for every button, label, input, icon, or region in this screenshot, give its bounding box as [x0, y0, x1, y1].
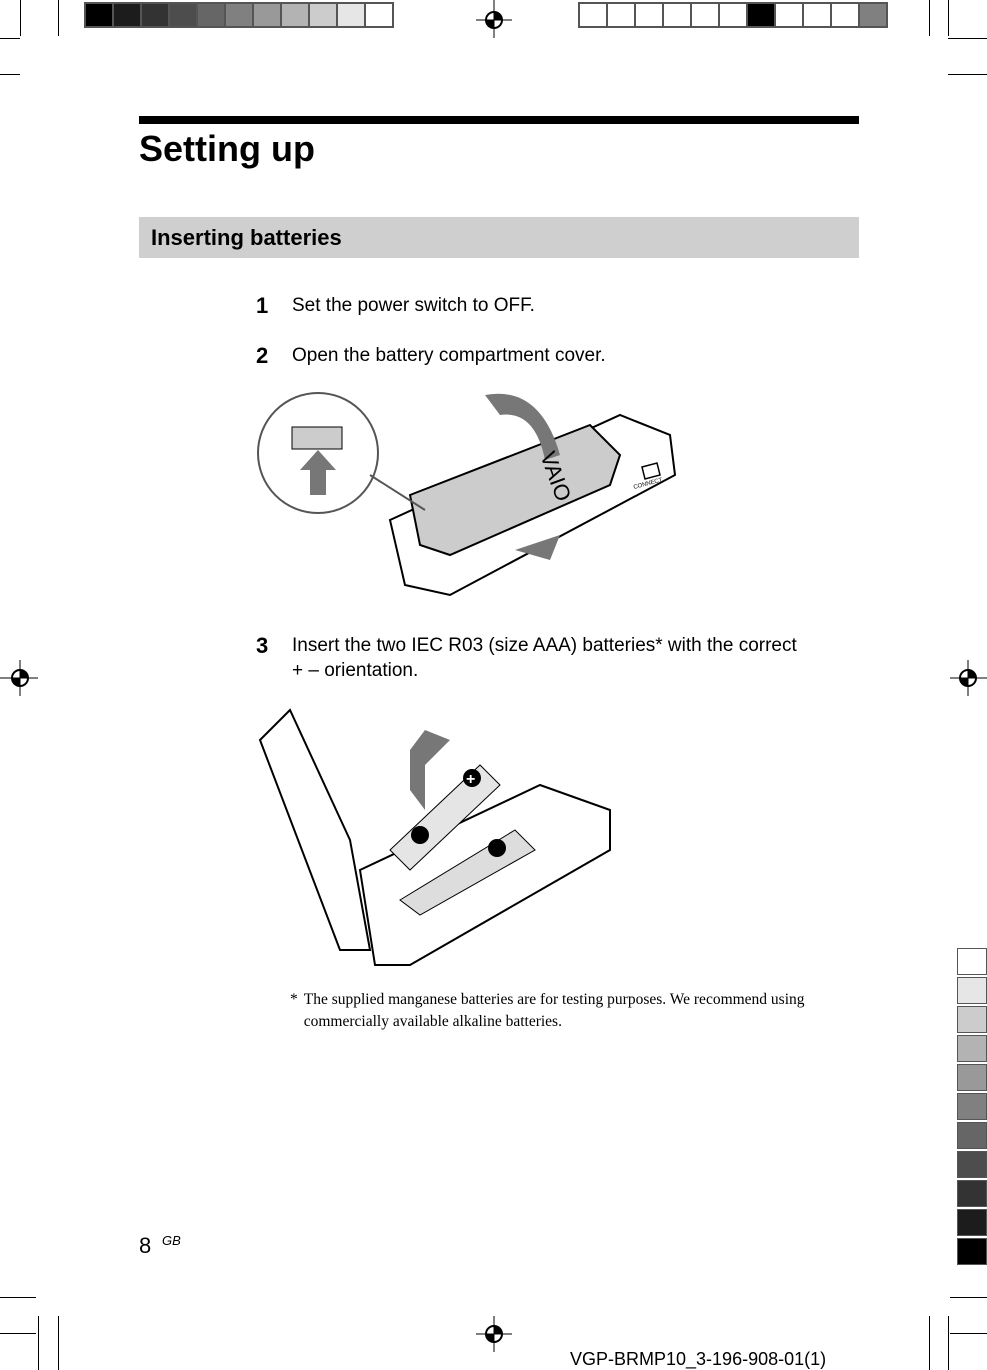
title-rule — [139, 116, 859, 124]
footnote: * The supplied manganese batteries are fo… — [290, 989, 860, 1033]
color-swatch — [142, 4, 168, 26]
gray-tab — [957, 1209, 987, 1236]
crop-mark — [950, 1297, 987, 1298]
gray-tab — [957, 1122, 987, 1149]
gray-tab — [957, 1151, 987, 1178]
color-swatch — [282, 4, 308, 26]
crop-mark — [0, 38, 20, 39]
gray-tab — [957, 1238, 987, 1265]
color-calibration-bar-left — [84, 2, 394, 28]
step-text: Open the battery compartment cover. — [292, 345, 606, 366]
color-swatch — [366, 4, 392, 26]
svg-text:+: + — [466, 771, 475, 788]
connect-button — [641, 462, 661, 480]
registration-mark-icon — [476, 1316, 512, 1352]
footnote-marker: * — [290, 991, 298, 1008]
color-swatch — [338, 4, 364, 26]
crop-mark — [948, 74, 987, 75]
color-swatch — [748, 4, 774, 26]
color-swatch — [86, 4, 112, 26]
crop-mark — [20, 0, 21, 36]
crop-mark — [948, 0, 949, 36]
registration-mark-icon — [476, 0, 512, 38]
color-swatch — [198, 4, 224, 26]
crop-mark — [0, 1333, 36, 1334]
step-text: Set the power switch to OFF. — [292, 295, 535, 316]
gray-tab — [957, 1064, 987, 1091]
color-swatch — [310, 4, 336, 26]
crop-mark — [948, 1316, 949, 1370]
color-swatch — [832, 4, 858, 26]
color-swatch — [776, 4, 802, 26]
side-gray-tabs — [957, 948, 987, 1267]
registration-mark-icon — [0, 660, 38, 696]
step-number: 3 — [256, 633, 269, 658]
color-swatch — [636, 4, 662, 26]
gray-tab — [957, 1180, 987, 1207]
document-code: VGP-BRMP10_3-196-908-01(1) — [570, 1349, 827, 1369]
crop-mark — [0, 1297, 36, 1298]
section-header: Inserting batteries — [139, 217, 859, 258]
color-swatch — [254, 4, 280, 26]
color-swatch — [170, 4, 196, 26]
crop-mark — [929, 0, 930, 36]
color-swatch — [664, 4, 690, 26]
color-swatch — [804, 4, 830, 26]
color-swatch — [580, 4, 606, 26]
gray-tab — [957, 977, 987, 1004]
open-cover-illustration: VAIO CONNECT — [257, 392, 677, 597]
page-title: Setting up — [139, 128, 315, 169]
insert-batteries-illustration: + — [258, 708, 611, 966]
color-swatch — [720, 4, 746, 26]
language-code: GB — [162, 1233, 181, 1248]
gray-tab — [957, 1035, 987, 1062]
gray-tab — [957, 1093, 987, 1120]
registration-mark-icon — [950, 660, 987, 696]
crop-mark — [950, 1333, 987, 1334]
color-swatch — [114, 4, 140, 26]
color-swatch — [608, 4, 634, 26]
color-swatch — [860, 4, 886, 26]
crop-mark — [929, 1316, 930, 1370]
footnote-text: The supplied manganese batteries are for… — [303, 991, 805, 1030]
crop-mark — [948, 38, 987, 39]
step-text-continued: + – orientation. — [292, 660, 419, 681]
crop-mark — [58, 0, 59, 36]
crop-mark — [58, 1316, 59, 1370]
crop-mark — [38, 1316, 39, 1370]
step-text: Insert the two IEC R03 (size AAA) batter… — [292, 635, 797, 656]
crop-mark — [0, 74, 20, 75]
gray-tab — [957, 1006, 987, 1033]
page-number: 8 — [139, 1233, 152, 1258]
color-calibration-bar-right — [578, 2, 888, 28]
color-swatch — [692, 4, 718, 26]
step-number: 1 — [256, 293, 269, 318]
color-swatch — [226, 4, 252, 26]
section-title: Inserting batteries — [151, 225, 342, 250]
step-number: 2 — [256, 343, 269, 368]
gray-tab — [957, 948, 987, 975]
